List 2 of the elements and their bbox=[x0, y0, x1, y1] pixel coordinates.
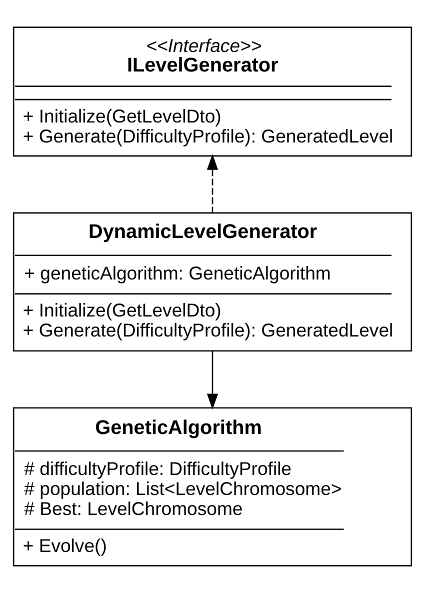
arrow bbox=[206, 153, 218, 212]
arrow bbox=[206, 350, 218, 410]
